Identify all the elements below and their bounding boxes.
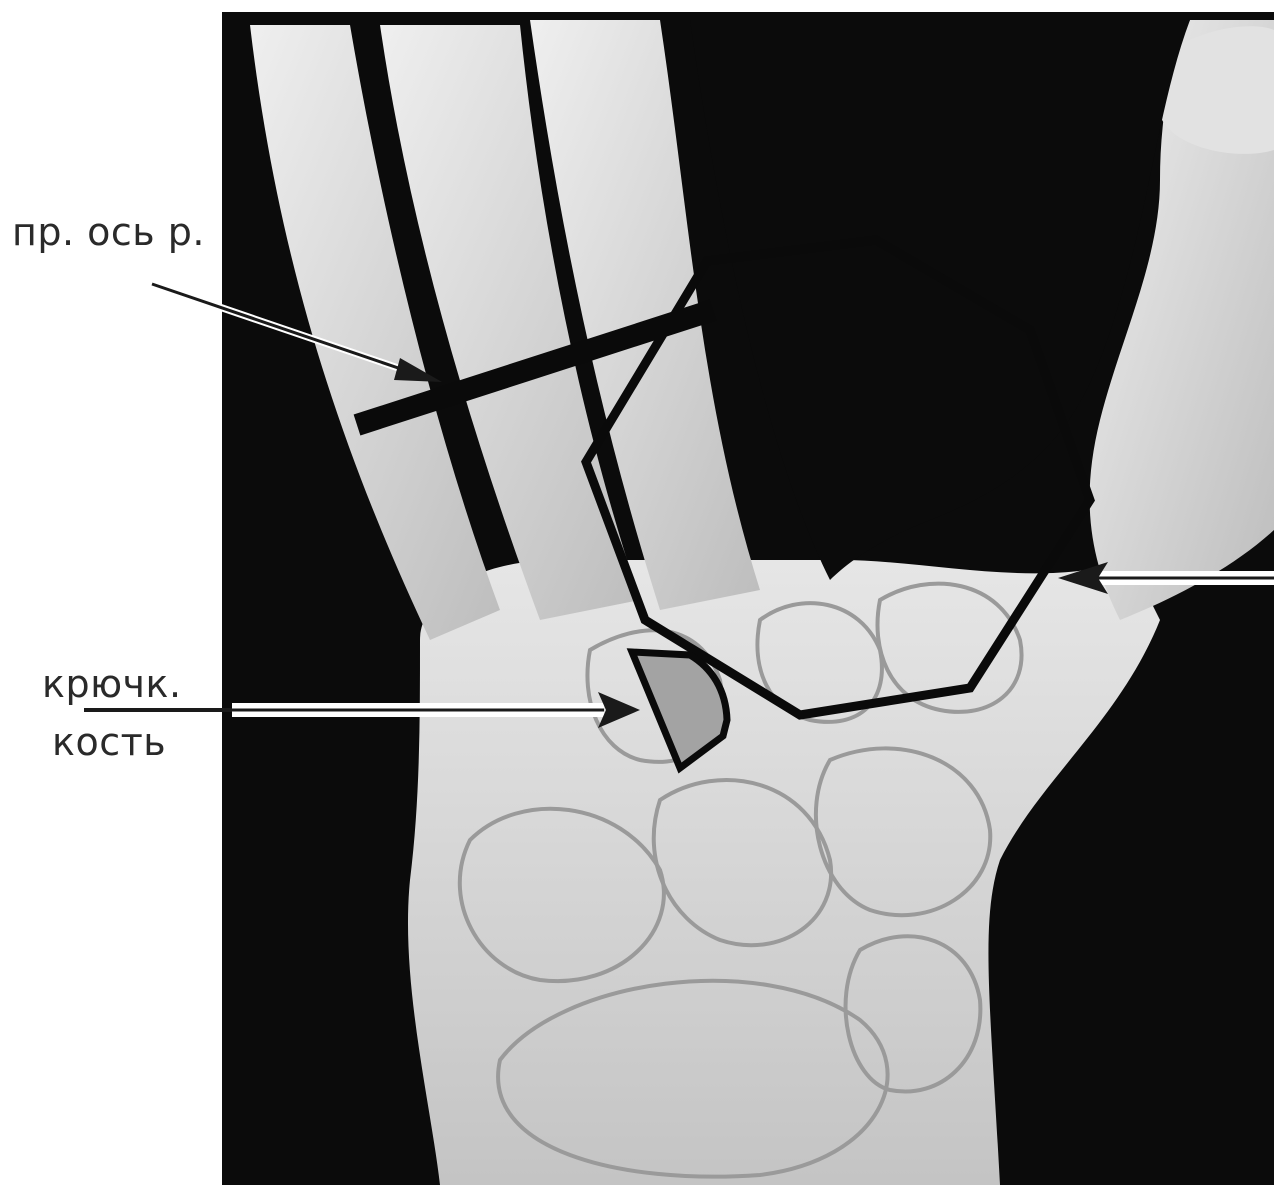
- hamate-label-line1: крючк.: [42, 664, 182, 706]
- hamate-label-line2: кость: [52, 722, 166, 764]
- radial-axis-label: пр. ось р.: [12, 212, 205, 254]
